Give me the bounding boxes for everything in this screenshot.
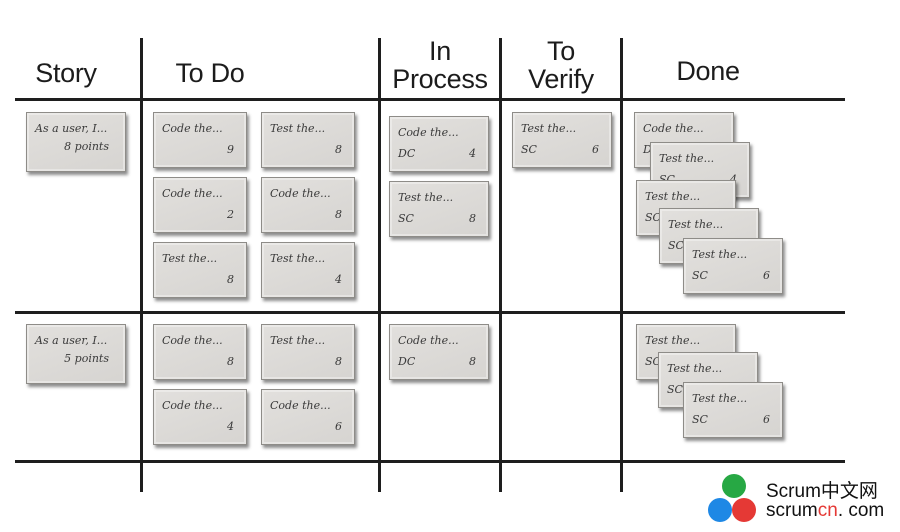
logo-red-dot (732, 498, 756, 522)
watermark-domain-part3: . com (837, 500, 885, 521)
task-owner: SC (645, 355, 661, 368)
task-owner: SC (398, 212, 414, 225)
column-divider-4 (620, 38, 623, 492)
task-card[interactable]: Test the... SC 6 (512, 112, 612, 168)
task-title: Code the... (398, 126, 459, 139)
task-card[interactable]: Code the... 6 (261, 389, 355, 445)
task-card[interactable]: Code the... 2 (153, 177, 247, 233)
task-owner: SC (521, 143, 537, 156)
logo-green-dot (722, 474, 746, 498)
task-estimate: 8 (335, 355, 342, 368)
header-in-process-line2: Process (392, 64, 488, 94)
task-title: Code the... (398, 334, 459, 347)
task-owner: SC (668, 239, 684, 252)
header-to-verify-line2: Verify (528, 64, 594, 94)
task-owner: DC (398, 355, 416, 368)
task-title: Test the... (270, 122, 326, 135)
task-estimate: 8 (469, 212, 476, 225)
task-owner: SC (667, 383, 683, 396)
task-title: Test the... (667, 362, 723, 375)
task-estimate: 4 (730, 173, 737, 186)
task-card[interactable]: Test the... 4 (261, 242, 355, 298)
story-title: As a user, I... (35, 334, 108, 347)
scrumcn-watermark: Scrum中文网 scrumcn. com (706, 470, 900, 532)
task-estimate: 4 (227, 420, 234, 433)
bottom-divider (15, 460, 845, 463)
task-title: Code the... (162, 122, 223, 135)
task-estimate: 4 (469, 147, 476, 160)
task-estimate: 4 (335, 273, 342, 286)
task-title: Test the... (659, 152, 715, 165)
task-estimate: 6 (335, 420, 342, 433)
header-in-process-line1: In (429, 36, 451, 66)
task-owner: SC (692, 269, 708, 282)
task-card[interactable]: Test the... 8 (261, 112, 355, 168)
task-estimate: 8 (469, 355, 476, 368)
task-title: Code the... (162, 187, 223, 200)
task-title: Test the... (162, 252, 218, 265)
header-to-verify-line1: To (547, 36, 575, 66)
task-title: Test the... (692, 248, 748, 261)
task-estimate: 8 (335, 143, 342, 156)
task-card[interactable]: Code the... 9 (153, 112, 247, 168)
watermark-domain-part1: scrum (766, 500, 818, 521)
story-card[interactable]: As a user, I... 5 points (26, 324, 126, 384)
story-card[interactable]: As a user, I... 8 points (26, 112, 126, 172)
task-estimate: 8 (227, 273, 234, 286)
task-title: Code the... (270, 399, 331, 412)
task-title: Test the... (645, 190, 701, 203)
task-card[interactable]: Code the... 8 (153, 324, 247, 380)
task-card[interactable]: Code the... 4 (153, 389, 247, 445)
task-title: Code the... (162, 334, 223, 347)
task-owner: D (643, 143, 652, 156)
task-title: Test the... (270, 252, 326, 265)
header-story: Story (35, 58, 97, 88)
task-title: Test the... (398, 191, 454, 204)
task-title: Code the... (270, 187, 331, 200)
task-title: Test the... (668, 218, 724, 231)
task-owner: SC (645, 211, 661, 224)
task-card[interactable]: Code the... DC 8 (389, 324, 489, 380)
task-title: Test the... (521, 122, 577, 135)
task-estimate: 8 (335, 208, 342, 221)
task-card[interactable]: Test the... SC 6 (683, 382, 783, 438)
story-points: 5 points (64, 352, 109, 365)
task-card[interactable]: Test the... SC 6 (683, 238, 783, 294)
watermark-domain: scrumcn. com (766, 500, 884, 522)
column-divider-1 (140, 38, 143, 492)
task-title: Code the... (162, 399, 223, 412)
task-estimate: 2 (227, 208, 234, 221)
task-owner: SC (692, 413, 708, 426)
story-title: As a user, I... (35, 122, 108, 135)
task-card[interactable]: Test the... 8 (153, 242, 247, 298)
task-estimate: 6 (763, 413, 770, 426)
header-todo: To Do (175, 58, 245, 88)
task-owner: DC (398, 147, 416, 160)
task-estimate: 8 (227, 355, 234, 368)
watermark-site-name: Scrum中文网 (766, 481, 878, 502)
column-divider-2 (378, 38, 381, 492)
header-done: Done (676, 56, 740, 86)
watermark-domain-accent: cn (817, 500, 838, 521)
task-estimate: 6 (763, 269, 770, 282)
task-title: Test the... (645, 334, 701, 347)
logo-blue-dot (708, 498, 732, 522)
task-estimate: 9 (227, 143, 234, 156)
task-title: Code the... (643, 122, 704, 135)
task-card[interactable]: Code the... DC 4 (389, 116, 489, 172)
header-divider (15, 98, 845, 101)
task-estimate: 6 (592, 143, 599, 156)
task-card[interactable]: Code the... 8 (261, 177, 355, 233)
task-title: Test the... (270, 334, 326, 347)
row-divider (15, 311, 845, 314)
task-title: Test the... (692, 392, 748, 405)
task-card[interactable]: Test the... SC 8 (389, 181, 489, 237)
column-divider-3 (499, 38, 502, 492)
story-points: 8 points (64, 140, 109, 153)
task-card[interactable]: Test the... 8 (261, 324, 355, 380)
